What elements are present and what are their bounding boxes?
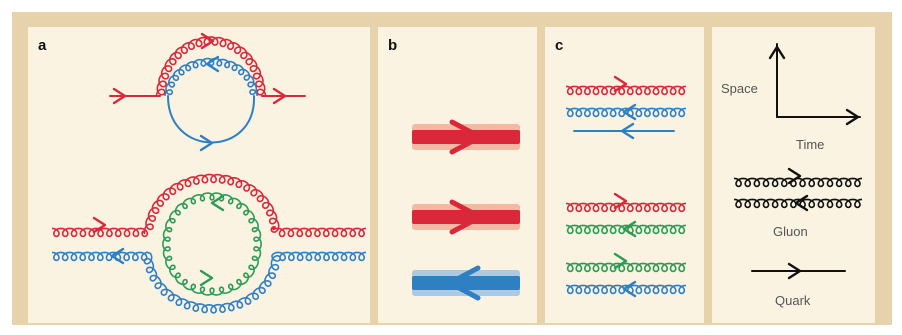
band-blue-arrow (447, 265, 511, 301)
quark-loop-arrow (199, 134, 214, 152)
time-axis-label: Time (796, 137, 824, 152)
legend-quark-arrow (787, 262, 802, 280)
gluon-label: Gluon (773, 224, 808, 239)
legend: Space Time Gluon Quark (721, 43, 863, 308)
panel-c-lines (565, 75, 687, 298)
gluon-red-line (51, 173, 367, 238)
panel-a-gluon-self-energy (51, 173, 367, 314)
c3-arrow-blue (622, 280, 637, 298)
c1-arrow-blue (622, 103, 637, 121)
c3-gluon-blue (565, 284, 687, 295)
gluon-arrow-blue (205, 55, 220, 73)
legend-gluon-bottom-arrow (794, 194, 809, 212)
panel-a-quark-self-energy (109, 32, 306, 152)
gluon-loop-arrow-top (210, 194, 225, 212)
gluon-blue-arrow (110, 247, 125, 265)
panel-b-label: b (388, 37, 397, 54)
gluon-red-arrow (92, 216, 107, 234)
legend-gluon-top-arrow (787, 167, 802, 185)
c2-gluon-red (565, 202, 687, 213)
band-red-1-arrow (419, 119, 483, 155)
c3-gluon-green (565, 262, 687, 273)
panel-b-bands (412, 119, 520, 301)
c2-arrow-green (622, 220, 637, 238)
quark-arrow-out (272, 87, 287, 105)
panel-legend (712, 27, 875, 323)
quark-label: Quark (775, 293, 811, 308)
c2-gluon-green (565, 224, 687, 235)
gluon-arrow-red (200, 32, 215, 50)
gluon-loop-arrow-bottom (199, 269, 214, 287)
gluon-blue-line (51, 251, 367, 314)
panel-c-label: c (555, 37, 563, 54)
c1-arrow-red (613, 75, 628, 93)
gluon-arc-blue (164, 57, 258, 97)
band-red-2-arrow (419, 199, 483, 235)
panel-a-label: a (38, 37, 47, 54)
legend-gluon-bottom (733, 198, 863, 209)
time-axis-arrowhead (845, 108, 860, 126)
quark-arrow-in (112, 87, 127, 105)
gluon-loop-green (162, 192, 262, 296)
c3-arrow-green (613, 252, 628, 270)
space-axis-arrowhead (768, 45, 786, 60)
c1-gluon-red (565, 85, 687, 96)
c1-quark-arrow (620, 122, 635, 140)
panel-c (545, 27, 704, 323)
space-axis-label: Space (721, 81, 758, 96)
gluon-arc-red (155, 36, 267, 96)
c2-arrow-red (613, 192, 628, 210)
c1-gluon-blue (565, 107, 687, 118)
